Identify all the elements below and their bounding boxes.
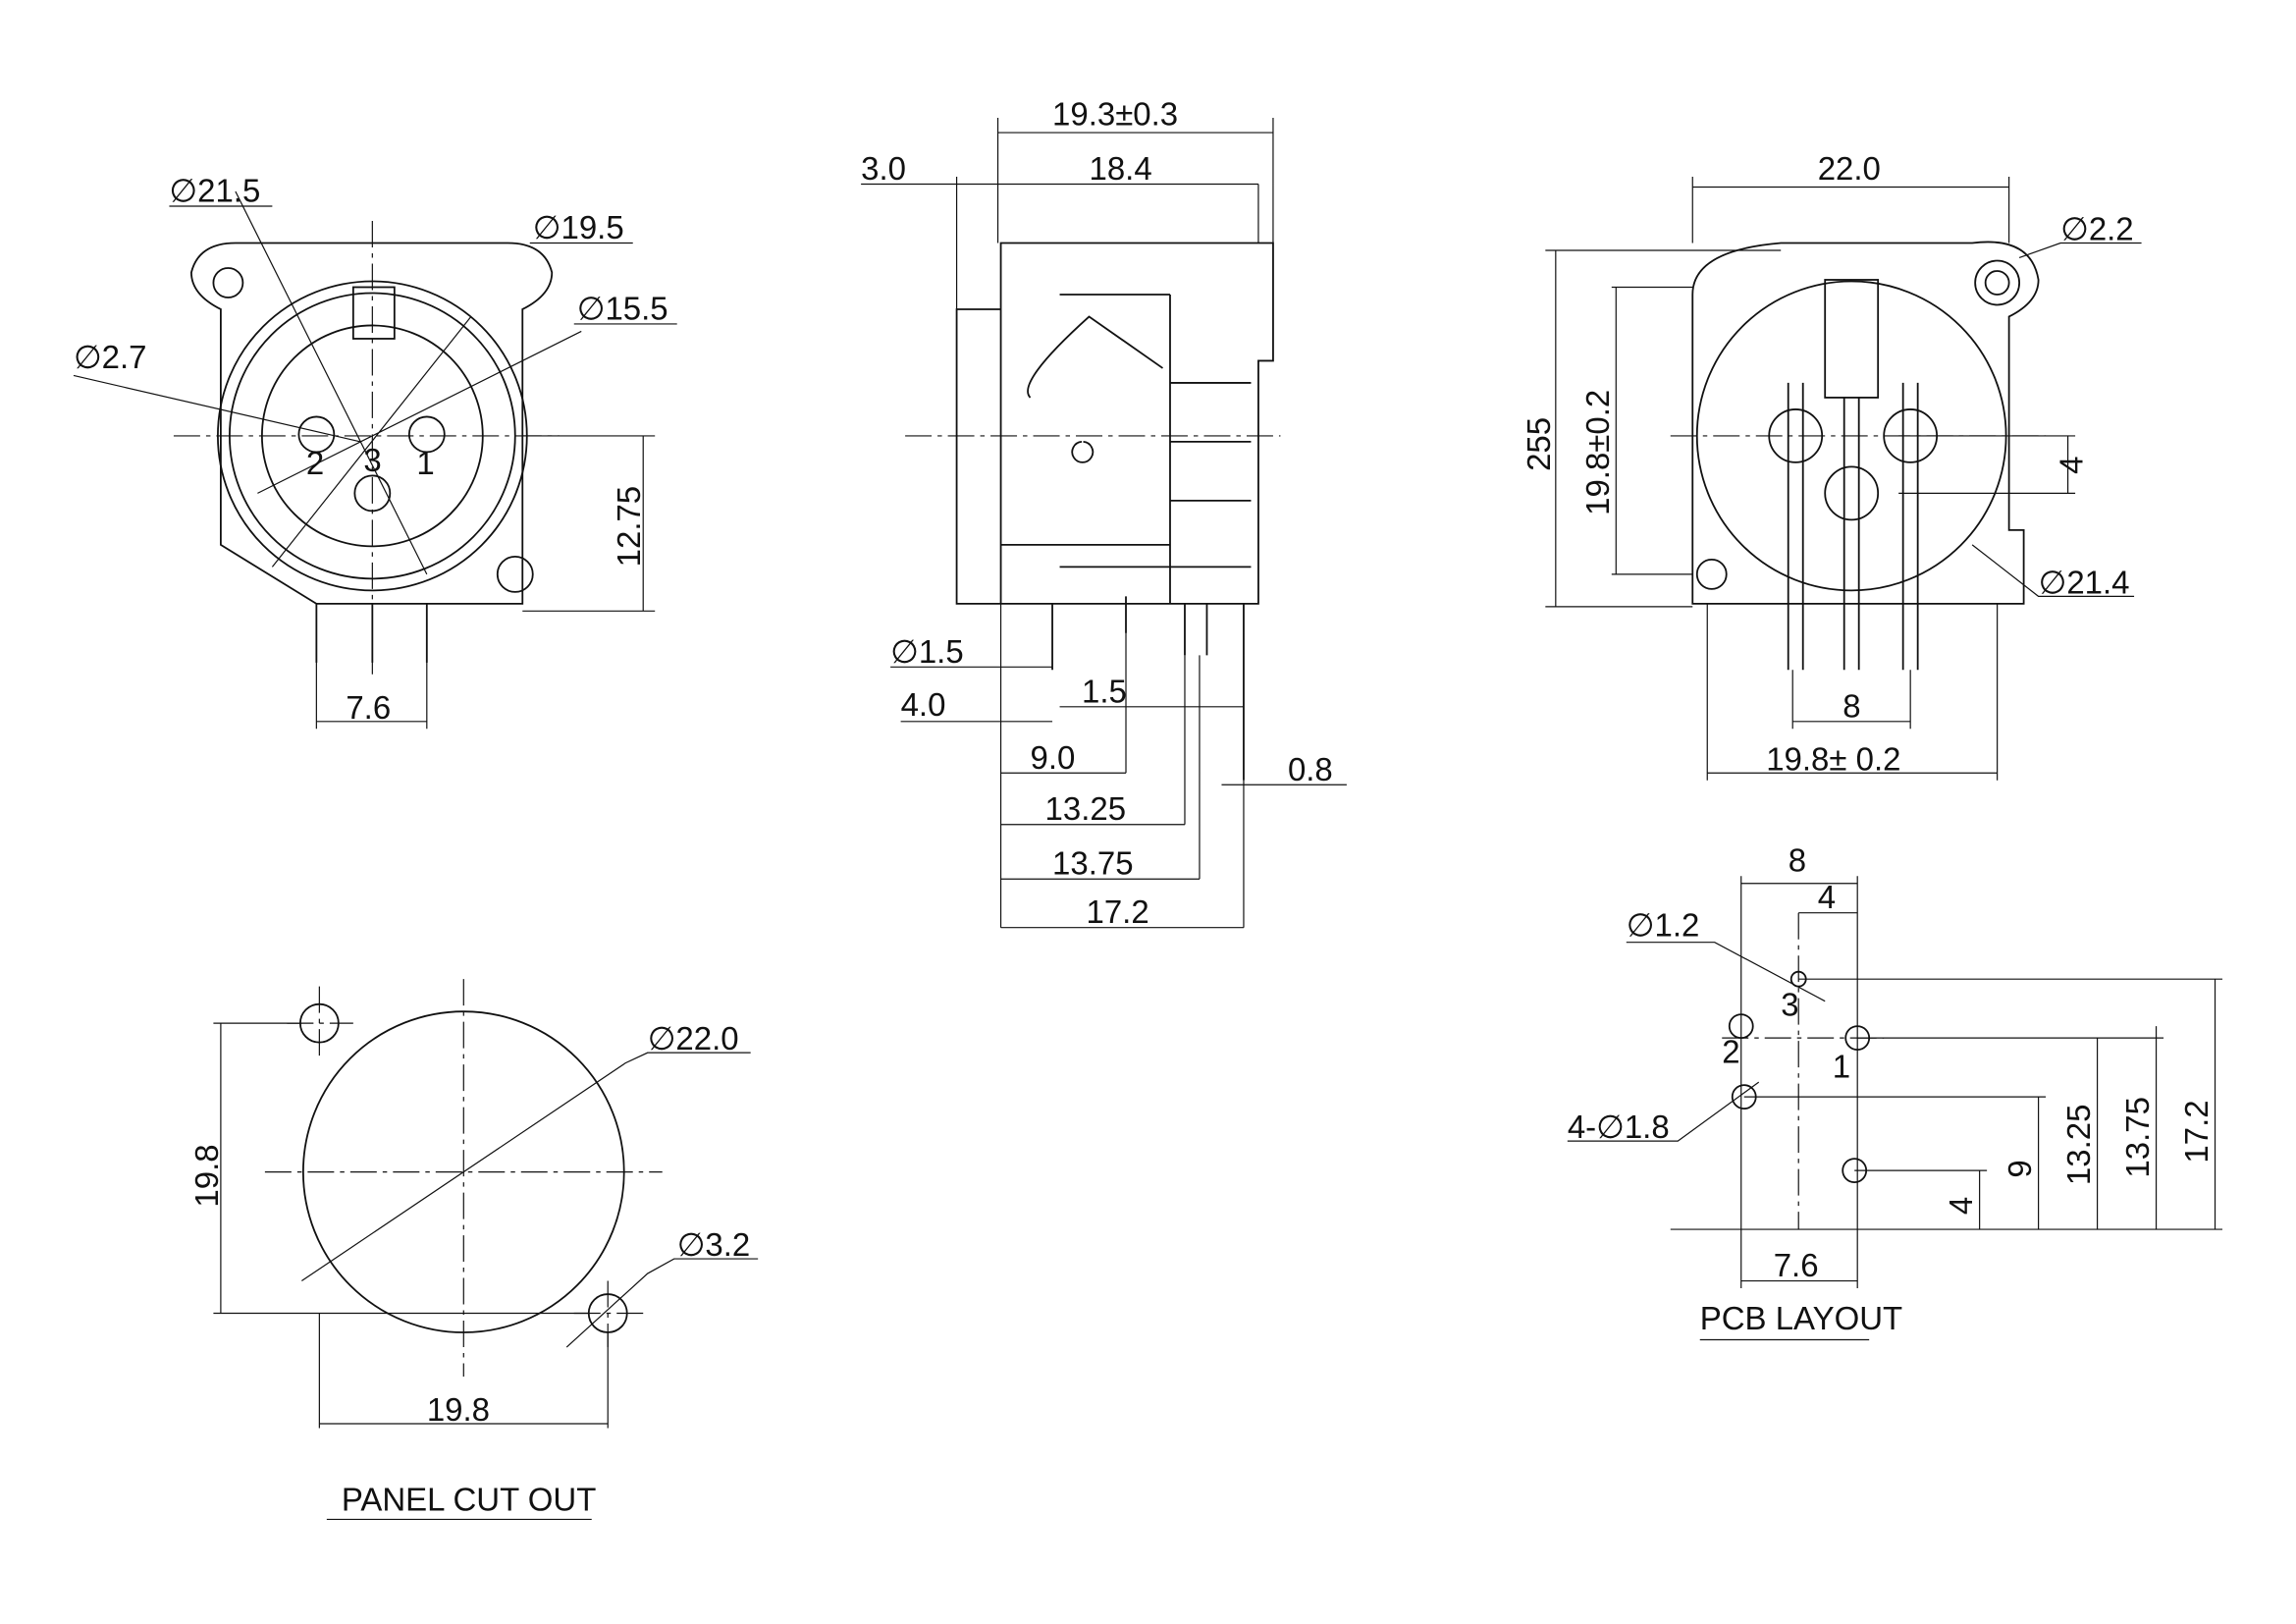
pcb-pin-3: 3 <box>1781 987 1798 1023</box>
side-view: 19.3±0.3 3.0 18.4 ∅1.5 4.0 1.5 9.0 13.25… <box>861 96 1347 930</box>
pcb-dim-17-2: 17.2 <box>2178 1100 2215 1163</box>
panel-dim-dia-22: ∅22.0 <box>648 1020 739 1056</box>
pcb-layout: 8 4 ∅1.2 3 2 1 4-∅1.8 17.2 13.75 13.25 9… <box>1568 842 2223 1341</box>
pcb-pin-1: 1 <box>1833 1049 1850 1085</box>
pcb-dim-7-6: 7.6 <box>1774 1247 1819 1283</box>
pcb-dim-dia-1-2: ∅1.2 <box>1627 907 1700 944</box>
dim-dia-21-4: ∅21.4 <box>2039 564 2130 600</box>
dim-dia-2-2: ∅2.2 <box>2060 210 2134 246</box>
dim-22-0: 22.0 <box>1818 150 1881 187</box>
dim-255: 255 <box>1521 417 1557 471</box>
pcb-mount-holes: 4-∅1.8 <box>1568 1109 1670 1145</box>
panel-cutout: ∅22.0 19.8 ∅3.2 19.8 PANEL CUT OUT <box>188 979 759 1521</box>
pcb-dim-4-vert: 4 <box>1943 1197 1979 1215</box>
pcb-pin-2: 2 <box>1722 1034 1739 1070</box>
dim-dia-19-5: ∅19.5 <box>533 209 624 245</box>
dim-19-8-pm: 19.8±0.2 <box>1579 390 1616 515</box>
dim-dia-1-5: ∅1.5 <box>890 633 964 670</box>
pin-label-2: 2 <box>306 445 324 481</box>
pin-label-3: 3 <box>363 442 381 478</box>
rear-view: 22.0 ∅2.2 255 19.8±0.2 4 ∅21.4 8 19.8± 0… <box>1521 150 2142 781</box>
pcb-dim-13-75: 13.75 <box>2119 1097 2156 1178</box>
pcb-dim-9: 9 <box>2002 1160 2038 1177</box>
dim-13-25: 13.25 <box>1045 790 1127 827</box>
dim-dia-2-7: ∅2.7 <box>74 339 147 375</box>
pcb-dim-8: 8 <box>1789 842 1806 879</box>
panel-dim-dia-3-2: ∅3.2 <box>677 1226 751 1263</box>
dim-17-2: 17.2 <box>1087 893 1149 930</box>
panel-cutout-title: PANEL CUT OUT <box>342 1481 597 1517</box>
dim-dia-21-5: ∅21.5 <box>169 173 260 209</box>
dim-3-0: 3.0 <box>861 150 906 187</box>
dim-19-8-base: 19.8± 0.2 <box>1766 740 1900 777</box>
dim-0-8: 0.8 <box>1288 751 1333 787</box>
front-view: ∅21.5 ∅19.5 ∅15.5 ∅2.7 2 3 1 12.75 7.6 <box>73 173 677 730</box>
pin-label-1: 1 <box>416 445 434 481</box>
dim-19-3: 19.3±0.3 <box>1052 96 1178 133</box>
panel-dim-19-8-horiz: 19.8 <box>427 1391 490 1428</box>
dim-1-5: 1.5 <box>1082 673 1127 709</box>
dim-13-75: 13.75 <box>1052 845 1134 882</box>
dim-7-6: 7.6 <box>346 689 391 726</box>
dim-4-0: 4.0 <box>901 686 946 723</box>
panel-dim-19-8-vert: 19.8 <box>188 1144 225 1207</box>
pcb-dim-4: 4 <box>1818 879 1836 915</box>
dim-4-offset: 4 <box>2054 457 2090 474</box>
dim-12-75: 12.75 <box>611 486 647 568</box>
pcb-layout-title: PCB LAYOUT <box>1700 1300 1902 1336</box>
dim-18-4: 18.4 <box>1090 150 1152 187</box>
dim-dia-15-5: ∅15.5 <box>577 290 668 326</box>
dim-9-0: 9.0 <box>1031 739 1076 776</box>
pcb-dim-13-25: 13.25 <box>2060 1105 2097 1186</box>
dim-8-pitch: 8 <box>1842 687 1860 724</box>
